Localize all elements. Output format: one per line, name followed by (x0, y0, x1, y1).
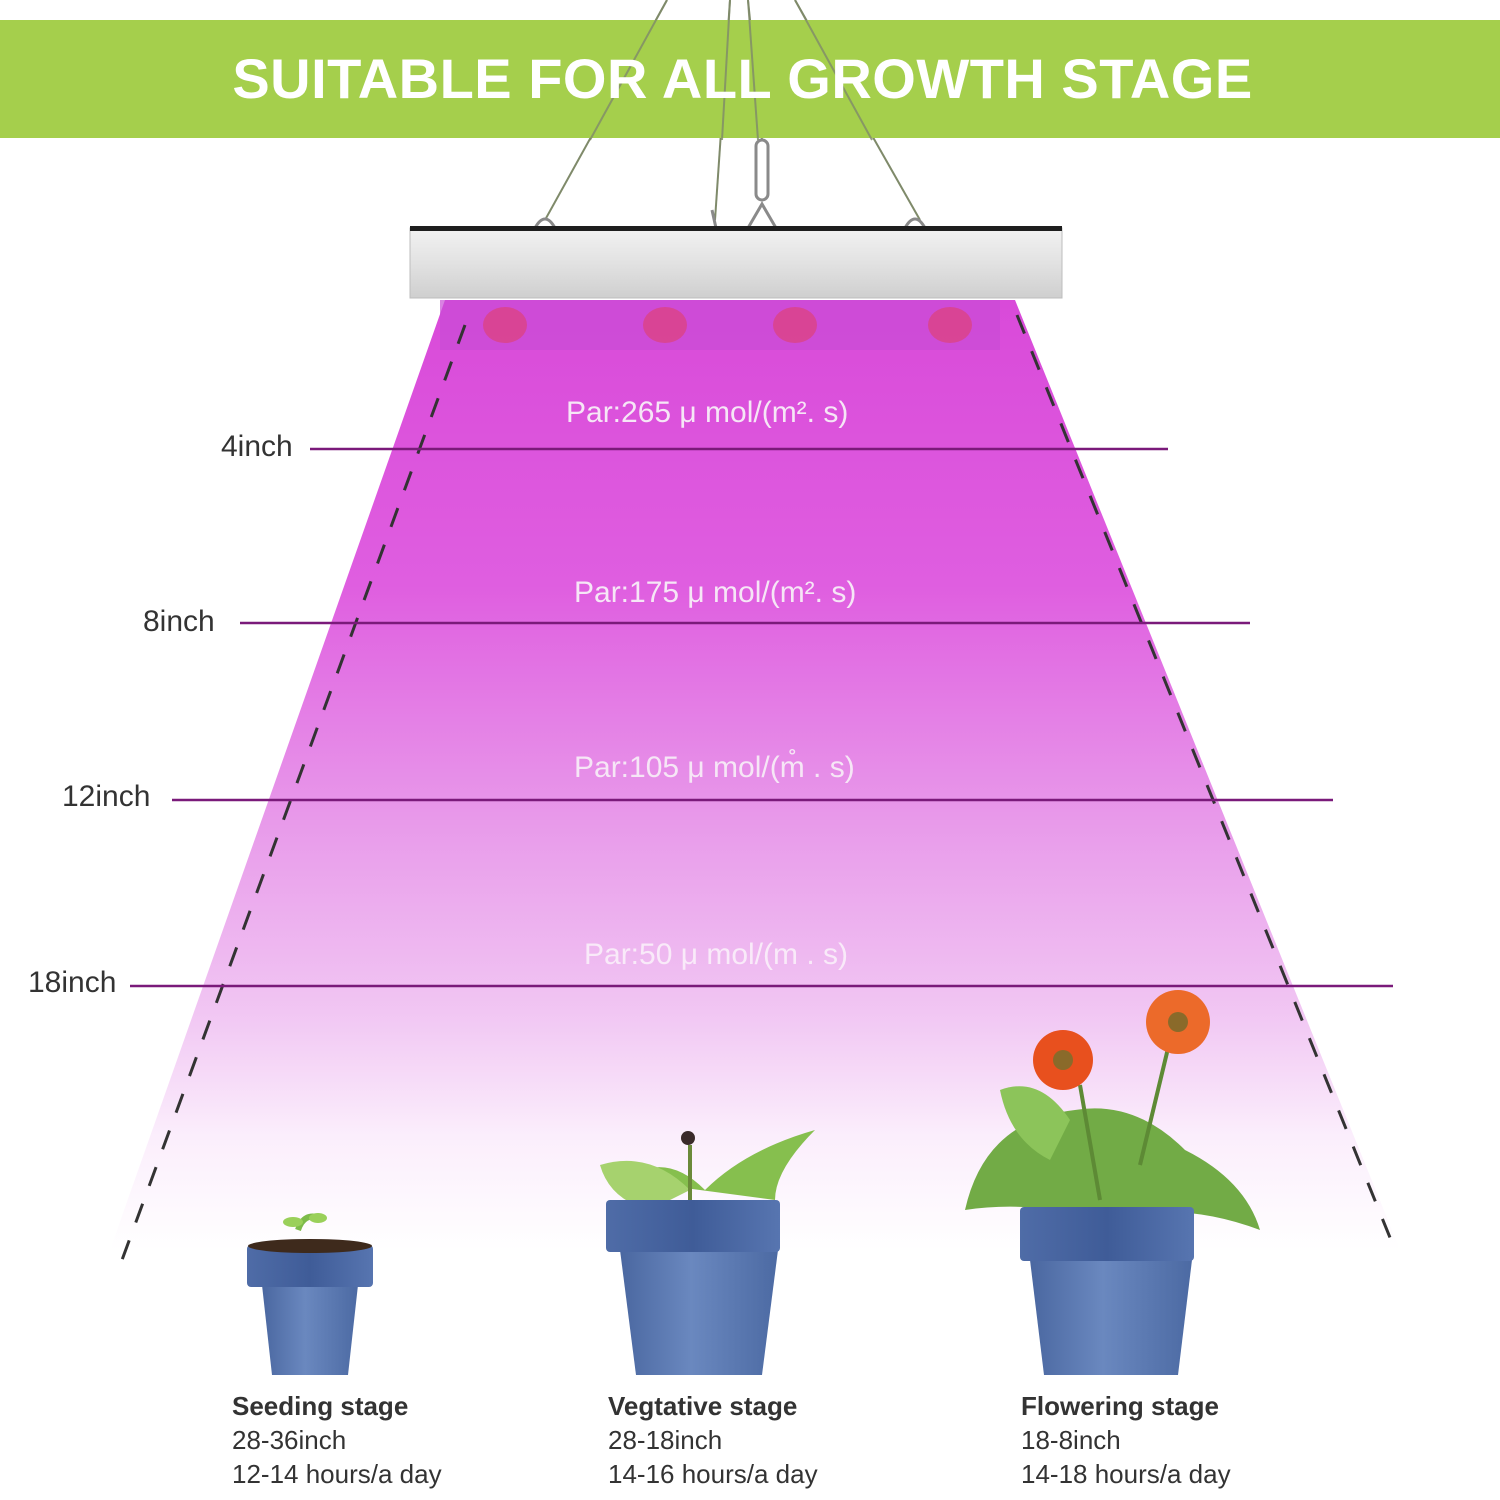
stage-flowering: Flowering stage 18-8inch 14-18 hours/a d… (1021, 1389, 1231, 1491)
distance-label-12inch: 12inch (62, 780, 151, 813)
stage-hours: 12-14 hours/a day (232, 1459, 442, 1489)
stage-seeding: Seeding stage 28-36inch 12-14 hours/a da… (232, 1389, 442, 1491)
stage-distance: 28-18inch (608, 1425, 723, 1455)
banner-title: SUITABLE FOR ALL GROWTH STAGE (232, 47, 1253, 110)
stage-hours: 14-16 hours/a day (608, 1459, 818, 1489)
stage-distance: 28-36inch (232, 1425, 347, 1455)
stage-hours: 14-18 hours/a day (1021, 1459, 1231, 1489)
stage-name: Flowering stage (1021, 1391, 1219, 1421)
stage-name: Seeding stage (232, 1391, 409, 1421)
stage-name: Vegtative stage (608, 1391, 798, 1421)
distance-lines (130, 447, 1393, 988)
stage-distance: 18-8inch (1021, 1425, 1121, 1455)
stage-vegetative: Vegtative stage 28-18inch 14-16 hours/a … (608, 1389, 818, 1491)
beam-angle-guides (120, 314, 1395, 1261)
par-value-18inch: Par:50 μ mol/(m . s) (584, 938, 848, 971)
distance-label-8inch: 8inch (143, 605, 215, 638)
light-beam (110, 300, 1400, 1250)
flowering-pot-image (965, 990, 1260, 1375)
vegetative-pot-image (600, 1130, 815, 1375)
seedling-pot-image (247, 1213, 373, 1375)
distance-label-18inch: 18inch (28, 966, 117, 999)
par-value-4inch: Par:265 μ mol/(m². s) (566, 396, 849, 429)
par-value-12inch: Par:105 μ mol/(m̊ . s) (574, 751, 855, 784)
distance-label-4inch: 4inch (221, 430, 293, 463)
par-value-8inch: Par:175 μ mol/(m². s) (574, 576, 857, 609)
grow-light-housing (409, 227, 1063, 299)
